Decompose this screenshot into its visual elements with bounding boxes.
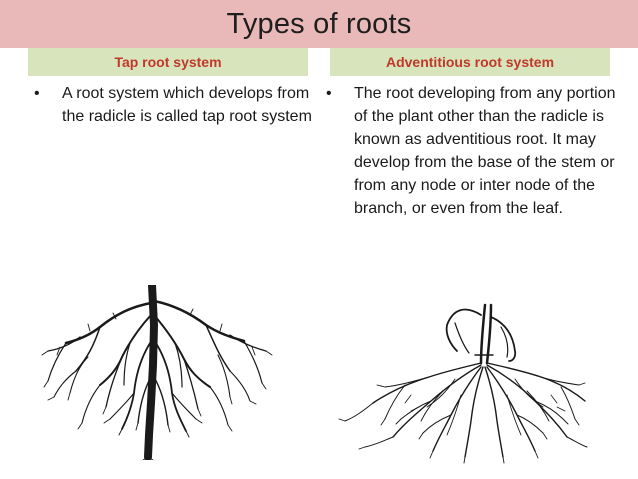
bullet-text: A root system which develops from the ra…: [62, 85, 312, 125]
bullet-icon: •: [326, 85, 332, 102]
bullet-item: • The root developing from any portion o…: [326, 82, 616, 220]
adventitious-root-drawing: [338, 303, 588, 464]
tap-root-description: • A root system which develops from the …: [34, 82, 316, 128]
adventitious-root-description: • The root developing from any portion o…: [326, 82, 616, 220]
slide-title: Types of roots: [226, 7, 412, 40]
bullet-text: The root developing from any portion of …: [354, 85, 616, 217]
tap-root-drawing: [41, 285, 273, 460]
bullet-item: • A root system which develops from the …: [34, 82, 316, 128]
adventitious-root-header: Adventitious root system: [330, 48, 610, 76]
tap-root-header: Tap root system: [28, 48, 308, 76]
bullet-icon: •: [34, 85, 40, 102]
title-bar: Types of roots: [0, 0, 638, 48]
